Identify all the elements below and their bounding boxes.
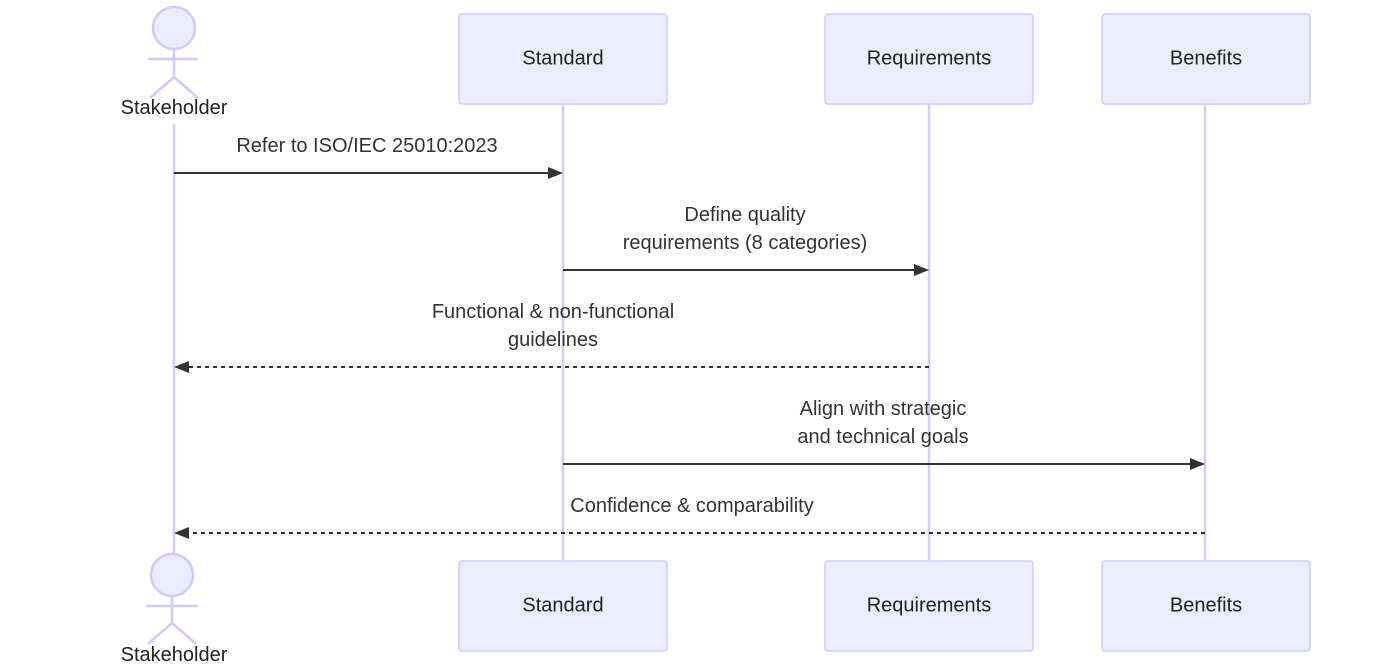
arrow-head-icon: [1190, 458, 1205, 470]
participant-label: Standard: [522, 47, 603, 69]
message-label-line-1: Align with strategic: [800, 398, 967, 420]
arrow-head-icon: [174, 527, 189, 539]
actor-leg-left: [149, 76, 175, 99]
participant-box: [824, 13, 1034, 105]
participant-benefits-top: Benefits: [1101, 13, 1311, 105]
actor-leg-left: [147, 622, 173, 645]
message-confidence-return: Confidence & comparability: [174, 495, 1205, 539]
participant-label: Requirements: [867, 594, 992, 616]
actor-label-top: Stakeholder: [121, 97, 228, 119]
actor-label-bottom: Stakeholder: [121, 644, 228, 666]
message-label-line-2: and technical goals: [797, 426, 968, 448]
actor-head: [151, 5, 197, 51]
arrow-head-icon: [174, 361, 189, 373]
message-label-line-1: Functional & non-functional: [432, 301, 674, 323]
participant-label: Benefits: [1170, 47, 1242, 69]
actor-stakeholder-top: Stakeholder: [121, 5, 228, 119]
message-define-requirements: Define quality requirements (8 categorie…: [563, 204, 929, 276]
participant-box: [1101, 560, 1311, 652]
actor-head: [149, 552, 195, 598]
message-label: Refer to ISO/IEC 25010:2023: [236, 135, 497, 157]
participant-label: Standard: [522, 594, 603, 616]
actor-leg-right: [173, 76, 199, 99]
participant-label: Benefits: [1170, 594, 1242, 616]
participant-standard-top: Standard: [458, 13, 668, 105]
participant-requirements-top: Requirements: [824, 13, 1034, 105]
participant-standard-bottom: Standard: [458, 560, 668, 652]
participant-box: [458, 13, 668, 105]
participant-label: Requirements: [867, 47, 992, 69]
arrow-head-icon: [548, 167, 563, 179]
arrow-head-icon: [914, 264, 929, 276]
participant-box: [1101, 13, 1311, 105]
participant-box: [824, 560, 1034, 652]
message-guidelines-return: Functional & non-functional guidelines: [174, 301, 929, 373]
participant-box: [458, 560, 668, 652]
participant-benefits-bottom: Benefits: [1101, 560, 1311, 652]
message-refer-to-standard: Refer to ISO/IEC 25010:2023: [174, 135, 563, 179]
message-label-line-2: guidelines: [508, 329, 598, 351]
message-label-line-1: Define quality: [684, 204, 805, 226]
actor-leg-right: [171, 622, 197, 645]
message-label-line-2: requirements (8 categories): [623, 232, 868, 254]
actor-stakeholder-bottom: Stakeholder: [121, 552, 228, 666]
message-align-benefits: Align with strategic and technical goals: [563, 398, 1205, 470]
participant-requirements-bottom: Requirements: [824, 560, 1034, 652]
message-label: Confidence & comparability: [570, 495, 813, 517]
